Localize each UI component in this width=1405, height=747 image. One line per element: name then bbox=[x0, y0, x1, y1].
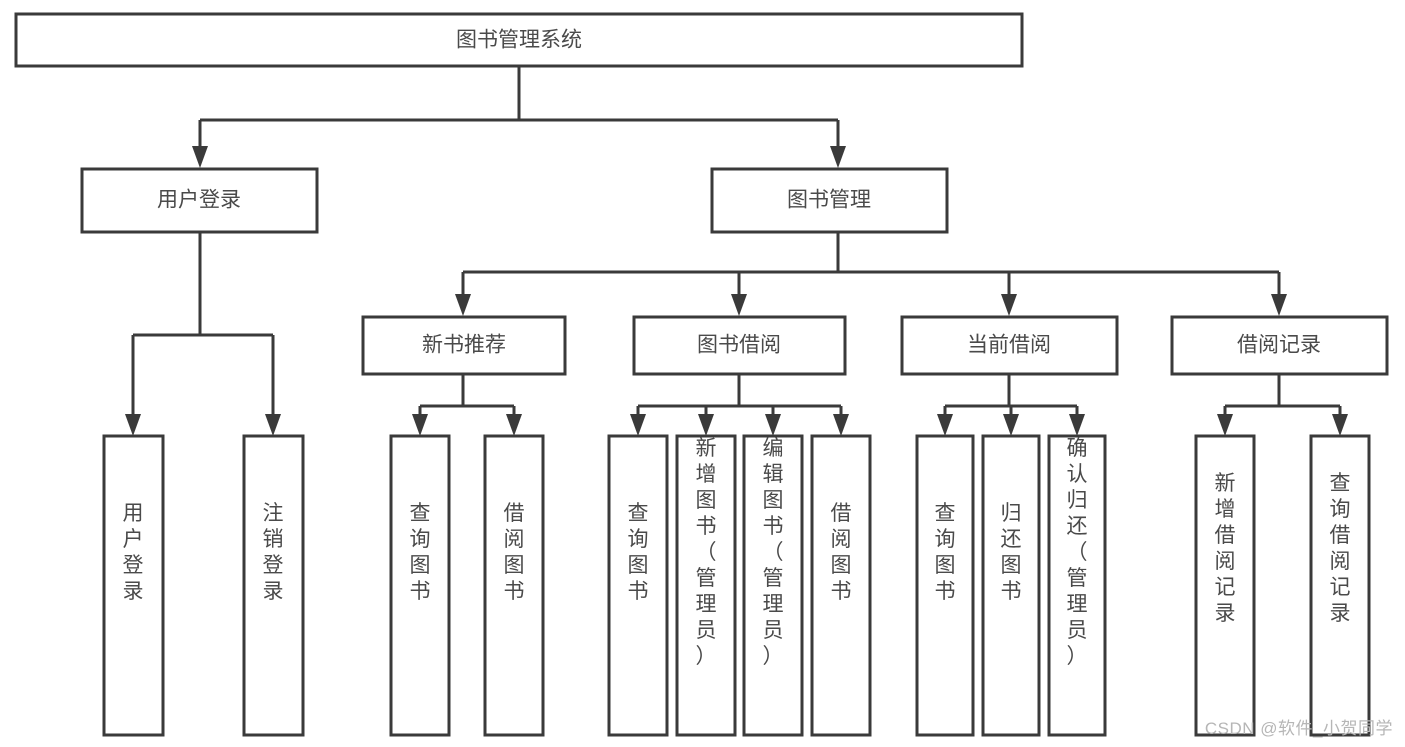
edge-group-user-login-to-leaves bbox=[125, 232, 281, 436]
arrowhead-borrow-record bbox=[1271, 294, 1287, 316]
node-borrow-record[interactable]: 借阅记录 bbox=[1170, 315, 1389, 376]
node-leaf-current-return[interactable]: 归还图书 bbox=[981, 434, 1041, 737]
node-leaf-new-book-borrow-box bbox=[483, 434, 545, 737]
node-leaf-record-add[interactable]: 新增借阅记录 bbox=[1194, 434, 1256, 737]
edge-group-root-to-level2 bbox=[192, 66, 846, 168]
edge-group-book-manage-to-level3 bbox=[455, 232, 1287, 316]
node-leaf-user-login-signout-label: 注销登录 bbox=[263, 502, 284, 603]
arrowhead-borrow-record-leaf2 bbox=[1332, 414, 1348, 436]
edge-group-book-borrow-to-leaves bbox=[630, 375, 849, 436]
node-current-borrow[interactable]: 当前借阅 bbox=[900, 315, 1119, 376]
node-user-login[interactable]: 用户登录 bbox=[80, 167, 319, 234]
node-leaf-current-confirm-return-box bbox=[1047, 434, 1107, 737]
node-leaf-borrow-add-book-box bbox=[675, 434, 737, 737]
arrowhead-borrow-record-leaf1 bbox=[1217, 414, 1233, 436]
arrowhead-user-login-leaf1 bbox=[125, 414, 141, 436]
node-book-borrow-box bbox=[632, 315, 847, 376]
node-leaf-borrow-query[interactable]: 查询图书 bbox=[607, 434, 669, 737]
node-leaf-borrow-borrow-book-label: 借阅图书 bbox=[831, 502, 852, 603]
node-leaf-borrow-borrow-book[interactable]: 借阅图书 bbox=[810, 434, 872, 737]
node-leaf-current-confirm-return[interactable]: 确认归还（管理员） bbox=[1047, 434, 1107, 737]
node-leaf-borrow-edit-book[interactable]: 编辑图书（管理员） bbox=[742, 434, 804, 737]
node-leaf-user-login-signout-box bbox=[242, 434, 305, 737]
node-root-book-management-system[interactable]: 图书管理系统 bbox=[14, 12, 1024, 68]
arrowhead-book-manage bbox=[830, 146, 846, 168]
node-leaf-new-book-borrow-label: 借阅图书 bbox=[504, 502, 525, 603]
node-root-label: 图书管理系统 bbox=[456, 29, 582, 52]
node-leaf-current-return-label: 归还图书 bbox=[1001, 502, 1022, 603]
node-leaf-current-query-label: 查询图书 bbox=[935, 502, 956, 603]
node-leaf-record-query-box bbox=[1309, 434, 1371, 737]
node-leaf-current-query[interactable]: 查询图书 bbox=[915, 434, 975, 737]
node-new-book-recommend[interactable]: 新书推荐 bbox=[361, 315, 567, 376]
csdn-watermark: CSDN @软件_小贺同学 bbox=[1204, 719, 1393, 738]
arrowhead-new-book bbox=[455, 294, 471, 316]
node-root-box bbox=[14, 12, 1024, 68]
node-leaf-borrow-edit-book-box bbox=[742, 434, 804, 737]
node-book-management-box bbox=[710, 167, 949, 234]
node-book-management[interactable]: 图书管理 bbox=[710, 167, 949, 234]
node-leaf-borrow-add-book[interactable]: 新增图书（管理员） bbox=[675, 434, 737, 737]
node-leaf-new-book-query-label: 查询图书 bbox=[410, 502, 431, 603]
node-leaf-user-login-signin[interactable]: 用户登录 bbox=[102, 434, 165, 737]
edge-group-current-borrow-to-leaves bbox=[937, 375, 1085, 436]
arrowhead-book-borrow-leaf4 bbox=[833, 414, 849, 436]
node-book-management-label: 图书管理 bbox=[787, 189, 871, 212]
arrowhead-book-borrow bbox=[731, 294, 747, 316]
node-leaf-record-query[interactable]: 查询借阅记录 bbox=[1309, 434, 1371, 737]
arrowhead-current-borrow-leaf2 bbox=[1003, 414, 1019, 436]
node-book-borrow-label: 图书借阅 bbox=[697, 334, 781, 357]
node-leaf-user-login-signin-label: 用户登录 bbox=[123, 502, 144, 603]
node-leaf-user-login-signin-box bbox=[102, 434, 165, 737]
node-new-book-recommend-label: 新书推荐 bbox=[422, 334, 506, 357]
node-leaf-record-query-label: 查询借阅记录 bbox=[1330, 472, 1351, 625]
node-borrow-record-label: 借阅记录 bbox=[1237, 334, 1321, 357]
node-user-login-box bbox=[80, 167, 319, 234]
arrowhead-book-borrow-leaf2 bbox=[698, 414, 714, 436]
arrowhead-user-login-leaf2 bbox=[265, 414, 281, 436]
node-borrow-record-box bbox=[1170, 315, 1389, 376]
node-current-borrow-label: 当前借阅 bbox=[967, 334, 1051, 357]
arrowhead-book-borrow-leaf1 bbox=[630, 414, 646, 436]
arrowhead-book-borrow-leaf3 bbox=[765, 414, 781, 436]
node-leaf-borrow-borrow-book-box bbox=[810, 434, 872, 737]
node-leaf-current-confirm-return-label: 确认归还（管理员） bbox=[1067, 437, 1088, 668]
node-leaf-record-add-label: 新增借阅记录 bbox=[1215, 472, 1236, 625]
node-leaf-current-query-box bbox=[915, 434, 975, 737]
arrowhead-user-login bbox=[192, 146, 208, 168]
edge-group-new-book-to-leaves bbox=[412, 375, 522, 436]
arrowhead-current-borrow-leaf3 bbox=[1069, 414, 1085, 436]
node-leaf-new-book-query[interactable]: 查询图书 bbox=[389, 434, 451, 737]
arrowhead-current-borrow bbox=[1001, 294, 1017, 316]
node-user-login-label: 用户登录 bbox=[157, 189, 241, 212]
node-leaf-user-login-signout[interactable]: 注销登录 bbox=[242, 434, 305, 737]
node-leaf-borrow-edit-book-label: 编辑图书（管理员） bbox=[763, 437, 784, 668]
node-leaf-new-book-query-box bbox=[389, 434, 451, 737]
node-leaf-borrow-add-book-label: 新增图书（管理员） bbox=[696, 437, 717, 668]
node-leaf-borrow-query-box bbox=[607, 434, 669, 737]
node-new-book-recommend-box bbox=[361, 315, 567, 376]
node-leaf-borrow-query-label: 查询图书 bbox=[628, 502, 649, 603]
node-current-borrow-box bbox=[900, 315, 1119, 376]
edge-group-borrow-record-to-leaves bbox=[1217, 375, 1348, 436]
node-leaf-current-return-box bbox=[981, 434, 1041, 737]
arrowhead-new-book-leaf1 bbox=[412, 414, 428, 436]
node-leaf-new-book-borrow[interactable]: 借阅图书 bbox=[483, 434, 545, 737]
node-leaf-record-add-box bbox=[1194, 434, 1256, 737]
node-book-borrow[interactable]: 图书借阅 bbox=[632, 315, 847, 376]
arrowhead-current-borrow-leaf1 bbox=[937, 414, 953, 436]
arrowhead-new-book-leaf2 bbox=[506, 414, 522, 436]
